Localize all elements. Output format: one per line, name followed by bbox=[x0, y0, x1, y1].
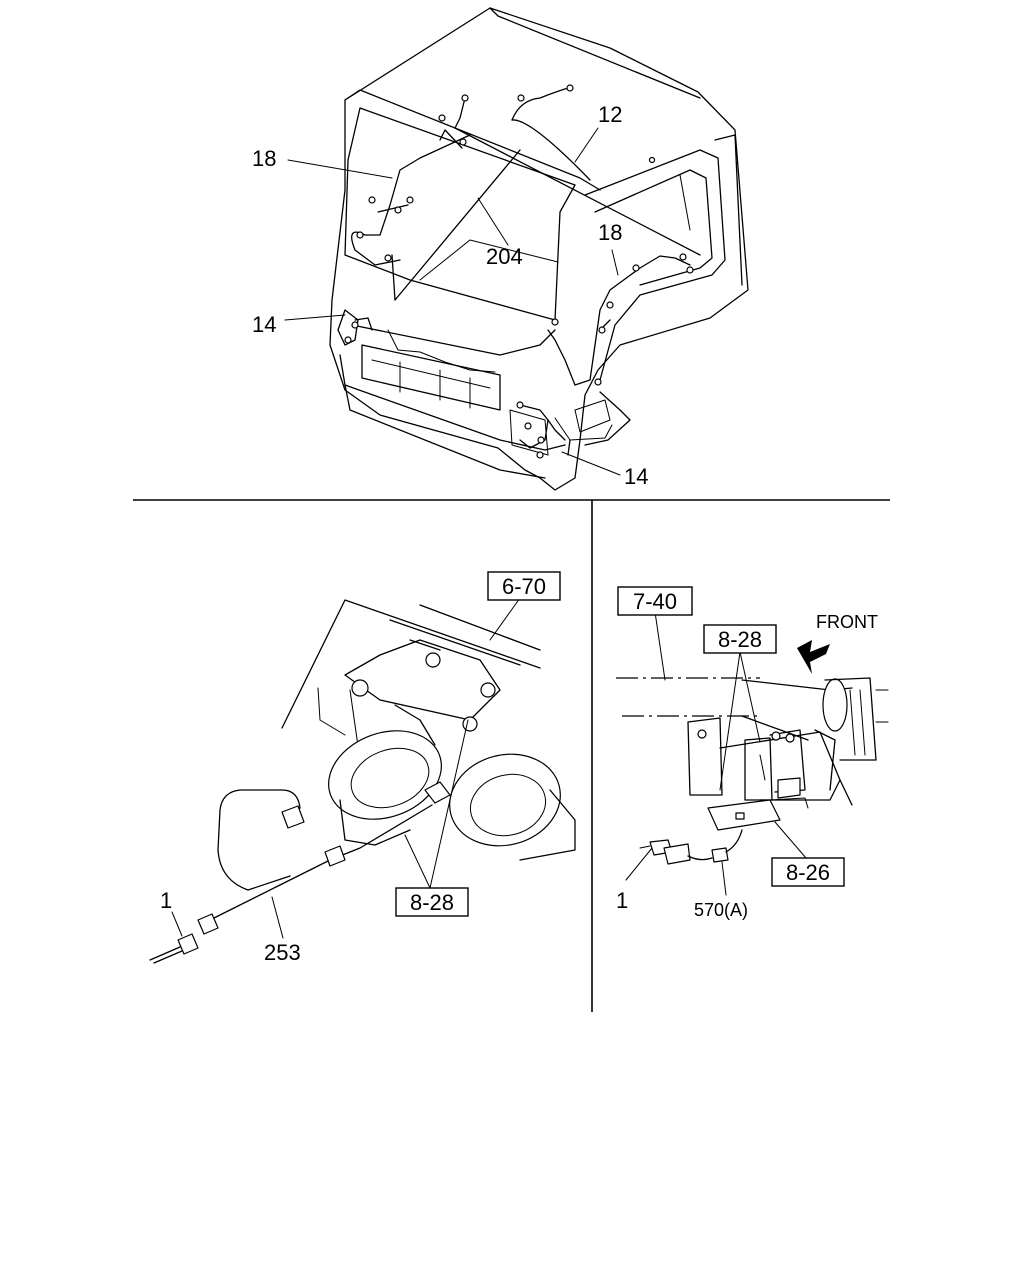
ref-label-8-28-bracket: 8-28 bbox=[718, 627, 762, 652]
callout-18-right: 18 bbox=[598, 220, 622, 245]
horn-illustration bbox=[149, 599, 576, 964]
top-view-leaders bbox=[284, 127, 621, 476]
callout-1-horn: 1 bbox=[160, 888, 172, 913]
ref-box-8-26 bbox=[771, 857, 845, 887]
ref-box-6-70 bbox=[487, 571, 561, 601]
callout-204: 204 bbox=[486, 244, 523, 269]
callout-18-left: 18 bbox=[252, 146, 276, 171]
callout-570a: 570(A) bbox=[694, 900, 748, 920]
callout-1-bracket: 1 bbox=[616, 888, 628, 913]
ref-box-8-28-bracket bbox=[703, 624, 777, 654]
cab-illustration bbox=[329, 7, 749, 491]
ref-label-8-28-horn: 8-28 bbox=[410, 890, 454, 915]
bracket-illustration bbox=[616, 677, 889, 865]
bracket-view-leaders bbox=[625, 611, 807, 896]
horn-view-leaders bbox=[171, 597, 521, 939]
ref-label-7-40: 7-40 bbox=[633, 589, 677, 614]
arrow-up-right-icon bbox=[797, 640, 830, 674]
callout-253: 253 bbox=[264, 940, 301, 965]
ref-label-8-26: 8-26 bbox=[786, 860, 830, 885]
ref-box-7-40 bbox=[617, 586, 693, 616]
callout-14-left: 14 bbox=[252, 312, 276, 337]
callout-14-right: 14 bbox=[624, 464, 648, 489]
front-label: FRONT bbox=[816, 612, 878, 632]
ref-box-8-28-horn bbox=[395, 887, 469, 917]
cab-wiring-harness bbox=[337, 84, 701, 459]
ref-label-6-70: 6-70 bbox=[502, 574, 546, 599]
callout-12: 12 bbox=[598, 102, 622, 127]
